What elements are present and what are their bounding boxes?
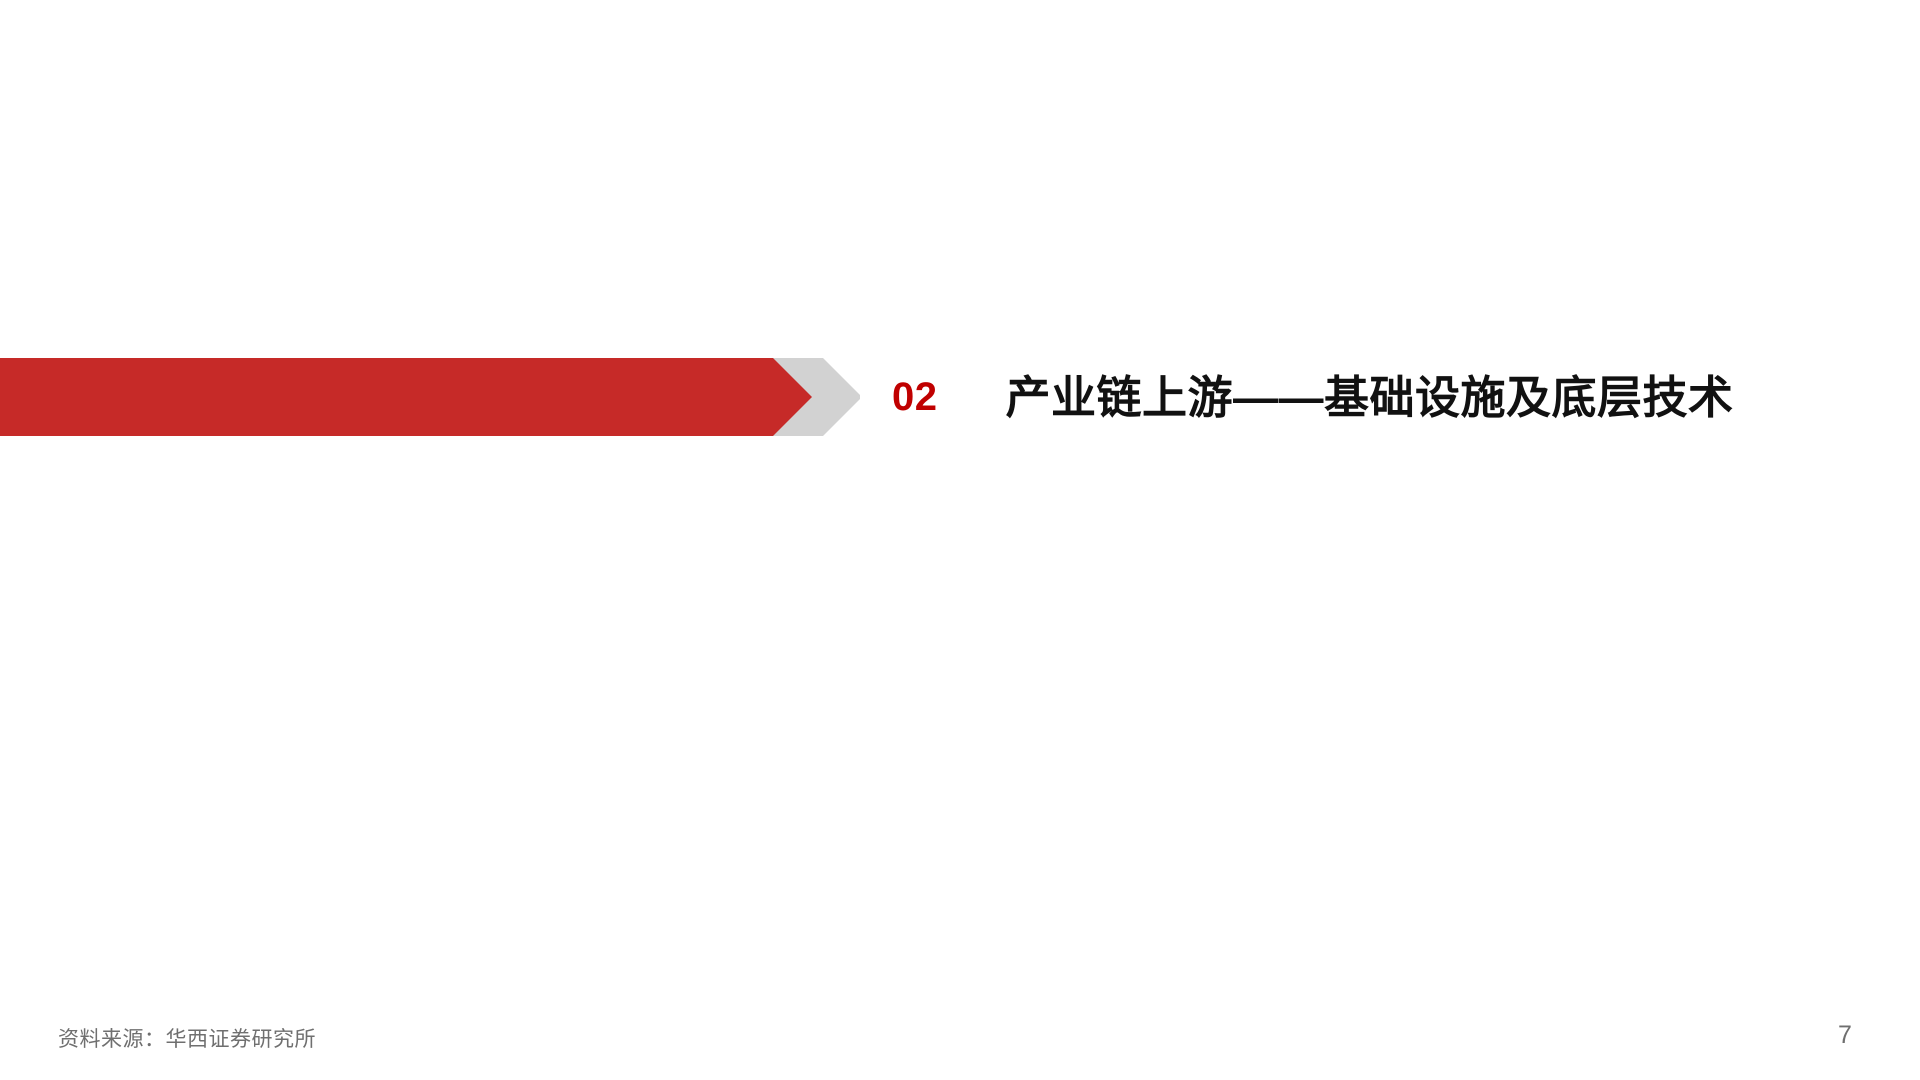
section-divider-arrow [0,358,860,436]
section-title: 产业链上游——基础设施及底层技术 [1005,371,1734,423]
source-note: 资料来源：华西证券研究所 [58,1027,316,1051]
section-heading: 02 产业链上游——基础设施及底层技术 [892,358,1734,436]
red-arrow-bar [0,358,812,436]
page-number: 7 [1838,1021,1852,1049]
section-number: 02 [892,375,938,419]
